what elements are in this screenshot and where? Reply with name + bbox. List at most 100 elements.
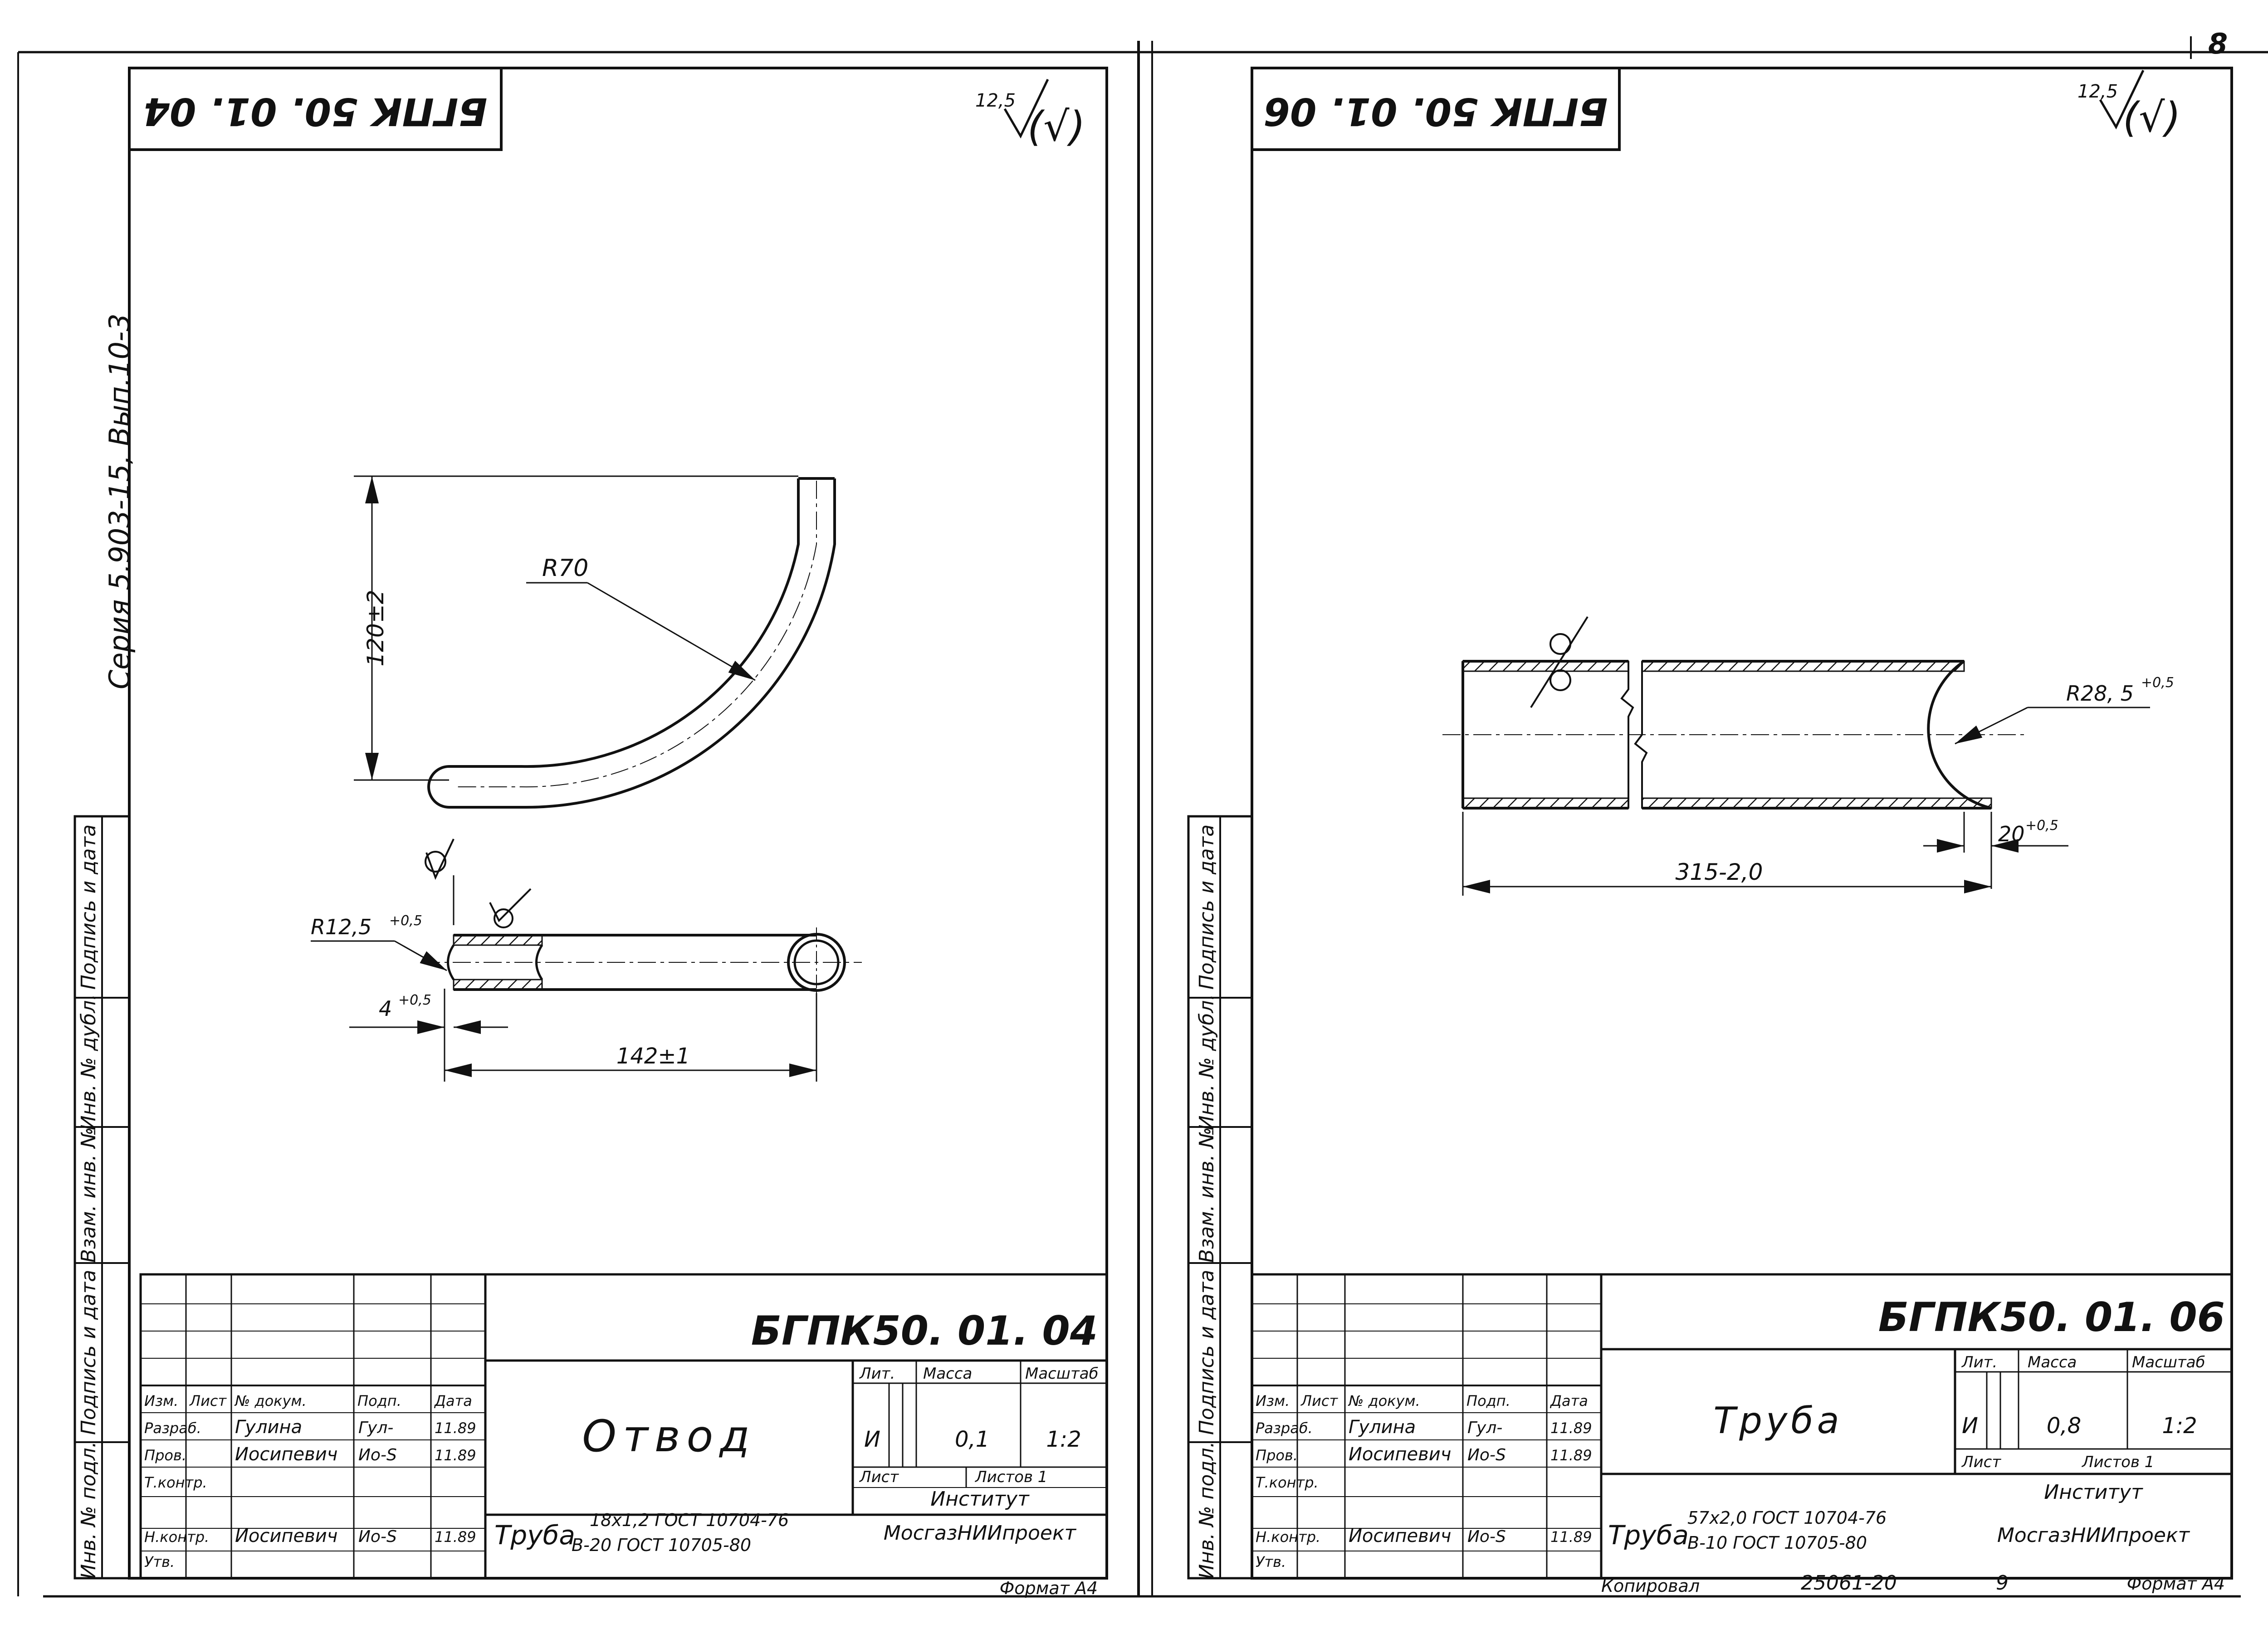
- svg-text:11.89: 11.89: [1550, 1447, 1592, 1464]
- pipe-drawing: R28, 5 +0,5 20 +0,5 315-2,0: [1442, 616, 2174, 896]
- svg-text:Инв. № подл.: Инв. № подл.: [77, 1441, 100, 1579]
- series-stamp: Серия 5.903-15, Вып.10-3: [103, 313, 136, 689]
- svg-text:Копировал: Копировал: [1601, 1576, 1700, 1596]
- top-stamp: БГПК 50. 01. 04: [128, 67, 503, 151]
- svg-text:+0,5: +0,5: [2025, 818, 2058, 834]
- svg-text:Формат А4: Формат А4: [2127, 1574, 2225, 1594]
- elbow-section: R12,5 +0,5 4 +0,5 142±1: [311, 839, 862, 1082]
- part-name: Отвод: [582, 1411, 756, 1462]
- svg-text:Лист: Лист: [1961, 1453, 2001, 1471]
- dim-length: 315-2,0: [1676, 859, 1763, 885]
- svg-text:25061-20: 25061-20: [1801, 1571, 1897, 1595]
- svg-text:Подп.: Подп.: [357, 1392, 401, 1410]
- part-name: Труба: [1713, 1400, 1843, 1442]
- svg-text:Утв.: Утв.: [144, 1553, 175, 1571]
- svg-text:Листов 1: Листов 1: [974, 1468, 1047, 1486]
- svg-text:Ио-S: Ио-S: [358, 1446, 397, 1464]
- svg-text:Инв. № подл.: Инв. № подл.: [1195, 1441, 1218, 1579]
- svg-text:Иосипевич: Иосипевич: [235, 1526, 337, 1546]
- title-block: Изм. Лист № докум. Подп. Дата Разраб. Гу…: [139, 1273, 1108, 1598]
- svg-text:Гул-: Гул-: [358, 1419, 393, 1437]
- svg-text:Масштаб: Масштаб: [1025, 1365, 1099, 1383]
- svg-text:Формат А4: Формат А4: [1000, 1578, 1098, 1598]
- svg-text:12,5: 12,5: [975, 90, 1016, 111]
- svg-text:Гул-: Гул-: [1467, 1419, 1502, 1437]
- svg-text:Институт: Институт: [2044, 1481, 2143, 1504]
- svg-text:Ио-S: Ио-S: [1467, 1446, 1506, 1464]
- svg-text:Ио-S: Ио-S: [358, 1527, 397, 1546]
- svg-text:Пров.: Пров.: [1256, 1447, 1298, 1464]
- svg-text:И: И: [1962, 1413, 1978, 1439]
- svg-text:Гулина: Гулина: [235, 1417, 302, 1438]
- svg-text:11.89: 11.89: [435, 1447, 476, 1464]
- side-columns: Подпись и дата Инв. № дубл. Взам. инв. №…: [1187, 815, 1253, 1580]
- svg-text:+0,5: +0,5: [398, 992, 431, 1008]
- svg-text:Т.контр.: Т.контр.: [1256, 1474, 1319, 1491]
- svg-text:(√): (√): [1027, 103, 1085, 151]
- svg-text:11.89: 11.89: [1550, 1419, 1592, 1437]
- svg-text:Иосипевич: Иосипевич: [1349, 1526, 1451, 1546]
- svg-text:Подпись и дата: Подпись и дата: [77, 824, 100, 990]
- svg-text:11.89: 11.89: [435, 1419, 476, 1437]
- svg-text:18х1,2 ГОСТ 10704-76: 18х1,2 ГОСТ 10704-76: [590, 1510, 789, 1530]
- top-stamp-code: БГПК 50. 01. 04: [143, 89, 488, 134]
- svg-text:Труба: Труба: [1608, 1520, 1689, 1551]
- svg-text:Изм.: Изм.: [144, 1392, 178, 1410]
- roughness-symbol: 12,5 (√): [975, 78, 1085, 151]
- svg-text:Подпись и дата: Подпись и дата: [1195, 824, 1218, 990]
- svg-text:+0,5: +0,5: [2141, 675, 2174, 691]
- svg-text:Листов 1: Листов 1: [2081, 1453, 2154, 1471]
- svg-text:№ докум.: № докум.: [1348, 1392, 1420, 1410]
- svg-text:+0,5: +0,5: [389, 913, 422, 929]
- svg-text:Взам. инв. №: Взам. инв. №: [1195, 1127, 1218, 1263]
- part-scale: 1:2: [1046, 1427, 1081, 1452]
- svg-text:Гулина: Гулина: [1349, 1417, 1416, 1438]
- svg-text:И: И: [864, 1427, 880, 1452]
- svg-text:Лист: Лист: [859, 1468, 899, 1486]
- svg-text:Подпись и дата: Подпись и дата: [77, 1270, 100, 1435]
- svg-text:11.89: 11.89: [435, 1528, 476, 1546]
- dim-radius: R28, 5: [2066, 681, 2134, 706]
- dim-end-radius: R12,5: [311, 915, 371, 939]
- svg-text:Масштаб: Масштаб: [2132, 1353, 2205, 1371]
- svg-text:Инв. № дубл.: Инв. № дубл.: [1195, 994, 1218, 1130]
- svg-text:Разраб.: Разраб.: [144, 1419, 201, 1437]
- svg-text:Пров.: Пров.: [144, 1447, 186, 1464]
- svg-text:Разраб.: Разраб.: [1256, 1419, 1313, 1437]
- title-block-code: БГПК50. 01. 06: [1878, 1294, 2225, 1341]
- svg-text:Дата: Дата: [1549, 1392, 1588, 1410]
- outer-frame: [17, 36, 2268, 1598]
- svg-text:4: 4: [379, 996, 392, 1021]
- svg-text:Лист: Лист: [1300, 1392, 1338, 1410]
- svg-text:Лит.: Лит.: [1961, 1353, 1997, 1371]
- svg-text:Лист: Лист: [189, 1392, 227, 1410]
- svg-text:В-20 ГОСТ 10705-80: В-20 ГОСТ 10705-80: [572, 1535, 751, 1555]
- footer: Копировал 25061-20 9 Формат А4: [1601, 1571, 2225, 1596]
- dim-radius: R70: [542, 555, 588, 582]
- svg-text:Масса: Масса: [923, 1365, 972, 1383]
- sheet-right: БГПК 50. 01. 06 12,5 (√) Подпись и дата …: [1187, 67, 2233, 1580]
- part-mass: 0,1: [955, 1427, 989, 1452]
- svg-text:20: 20: [1998, 822, 2025, 846]
- dim-length: 142±1: [616, 1044, 690, 1069]
- svg-text:Масса: Масса: [2028, 1353, 2077, 1371]
- svg-text:57х2,0 ГОСТ 10704-76: 57х2,0 ГОСТ 10704-76: [1687, 1508, 1887, 1528]
- svg-text:Инв. № дубл.: Инв. № дубл.: [77, 994, 100, 1130]
- svg-text:МосгазНИИпроект: МосгазНИИпроект: [1997, 1524, 2190, 1547]
- svg-text:9: 9: [1996, 1571, 2009, 1595]
- svg-text:11.89: 11.89: [1550, 1528, 1592, 1546]
- svg-text:Изм.: Изм.: [1256, 1392, 1290, 1410]
- svg-text:Взам. инв. №: Взам. инв. №: [77, 1127, 100, 1263]
- top-stamp: БГПК 50. 01. 06: [1251, 67, 1621, 151]
- svg-text:12,5: 12,5: [2077, 81, 2118, 102]
- svg-text:Н.контр.: Н.контр.: [1256, 1528, 1320, 1546]
- sheet-left: БГПК 50. 01. 04 12,5 (√) Подпись и дата …: [73, 67, 1108, 1598]
- elbow-drawing: 120±2 R70: [354, 475, 836, 809]
- svg-text:Иосипевич: Иосипевич: [235, 1444, 337, 1465]
- side-columns: Подпись и дата Инв. № дубл. Взам. инв. №…: [73, 815, 131, 1580]
- top-stamp-code: БГПК 50. 01. 06: [1264, 89, 1608, 134]
- svg-text:Подпись и дата: Подпись и дата: [1195, 1270, 1218, 1435]
- svg-text:Труба: Труба: [494, 1520, 575, 1551]
- roughness-symbol: 12,5 (√): [2077, 69, 2181, 141]
